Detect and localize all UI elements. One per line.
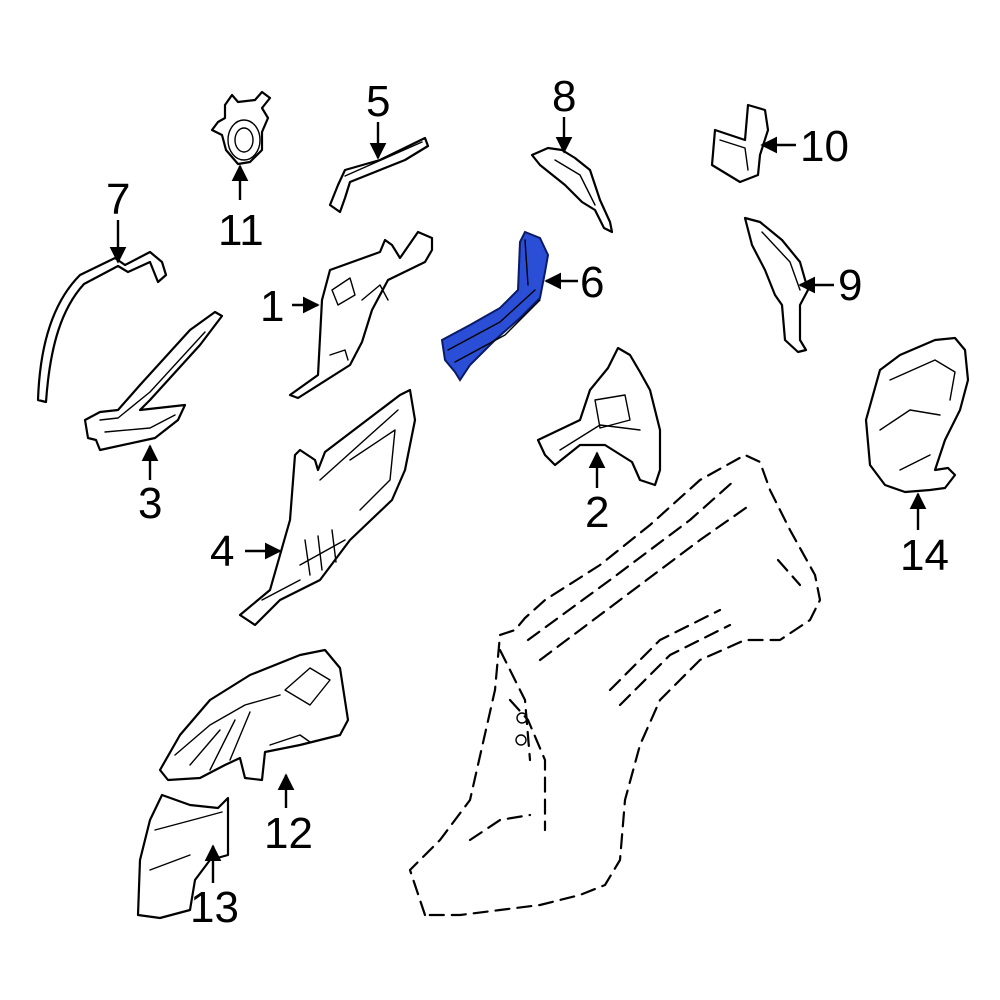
callout-labels: 1 2 3 4 5 6 7 8 9 10 11 12 13 14 [106,72,949,932]
callout-11: 11 [218,206,264,255]
callout-8: 8 [552,72,576,121]
callout-9: 9 [838,261,862,310]
part-1-inner-quarter-panel[interactable] [288,230,434,400]
part-11-ring-bracket[interactable] [210,90,272,166]
callout-12: 12 [264,809,313,858]
leader-lines [109,117,927,883]
part-3-pillar-reinforcement[interactable] [83,310,224,452]
callout-14: 14 [900,531,949,580]
callout-3: 3 [138,479,162,528]
callout-13: 13 [190,883,239,932]
callout-6: 6 [580,258,604,307]
part-2-quarter-inner-piece[interactable] [536,346,662,487]
callout-7: 7 [106,175,130,224]
part-14-wheelhouse-liner[interactable] [864,336,970,494]
part-13-lower-liner[interactable] [136,793,230,920]
quarter-panel-outline [408,453,822,917]
part-6-highlighted-reinforcement[interactable] [440,230,550,382]
callout-2: 2 [585,488,609,537]
part-4-inner-side-panel[interactable] [238,388,417,627]
part-7-wheelhouse-trim[interactable] [36,250,168,404]
part-8-bracket[interactable] [530,146,614,234]
callout-10: 10 [800,122,849,171]
part-12-wheelhouse-outer[interactable] [158,648,350,782]
part-10-clip[interactable] [710,103,770,184]
callout-1: 1 [260,282,284,331]
callout-5: 5 [366,77,390,126]
callout-4: 4 [210,527,234,576]
part-9-brace[interactable] [743,216,810,354]
